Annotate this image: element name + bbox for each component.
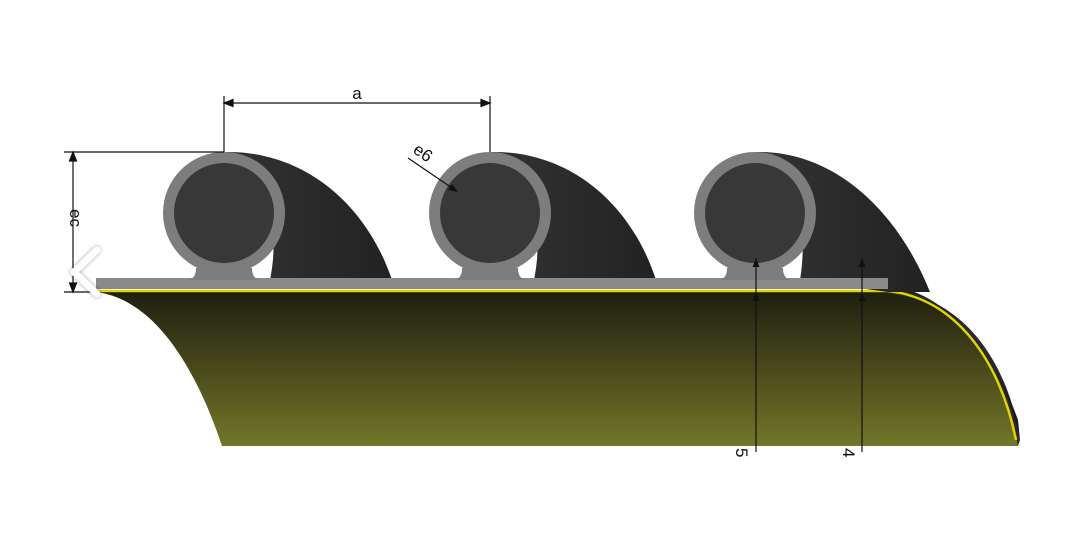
pitch-label: a: [352, 84, 362, 103]
tube-3: [694, 152, 816, 280]
base-strip: [96, 278, 888, 289]
pitch-dimension: [222, 96, 492, 152]
belt-right-flank: [888, 288, 1020, 440]
vertical-dim-left: [752, 258, 760, 452]
belt-body: [96, 292, 1018, 446]
dim-label-left: 5: [732, 448, 751, 457]
yellow-edge-line: [96, 289, 1018, 441]
wall-dimension: [407, 157, 458, 192]
tube-2: [429, 152, 551, 280]
height-label: ec: [66, 209, 85, 227]
chevron-left-icon: [70, 246, 101, 298]
tube-1: [163, 152, 285, 280]
vertical-dim-right: [858, 258, 866, 452]
dim-label-right: 4: [839, 448, 858, 457]
back-chevron-button[interactable]: [70, 246, 101, 298]
